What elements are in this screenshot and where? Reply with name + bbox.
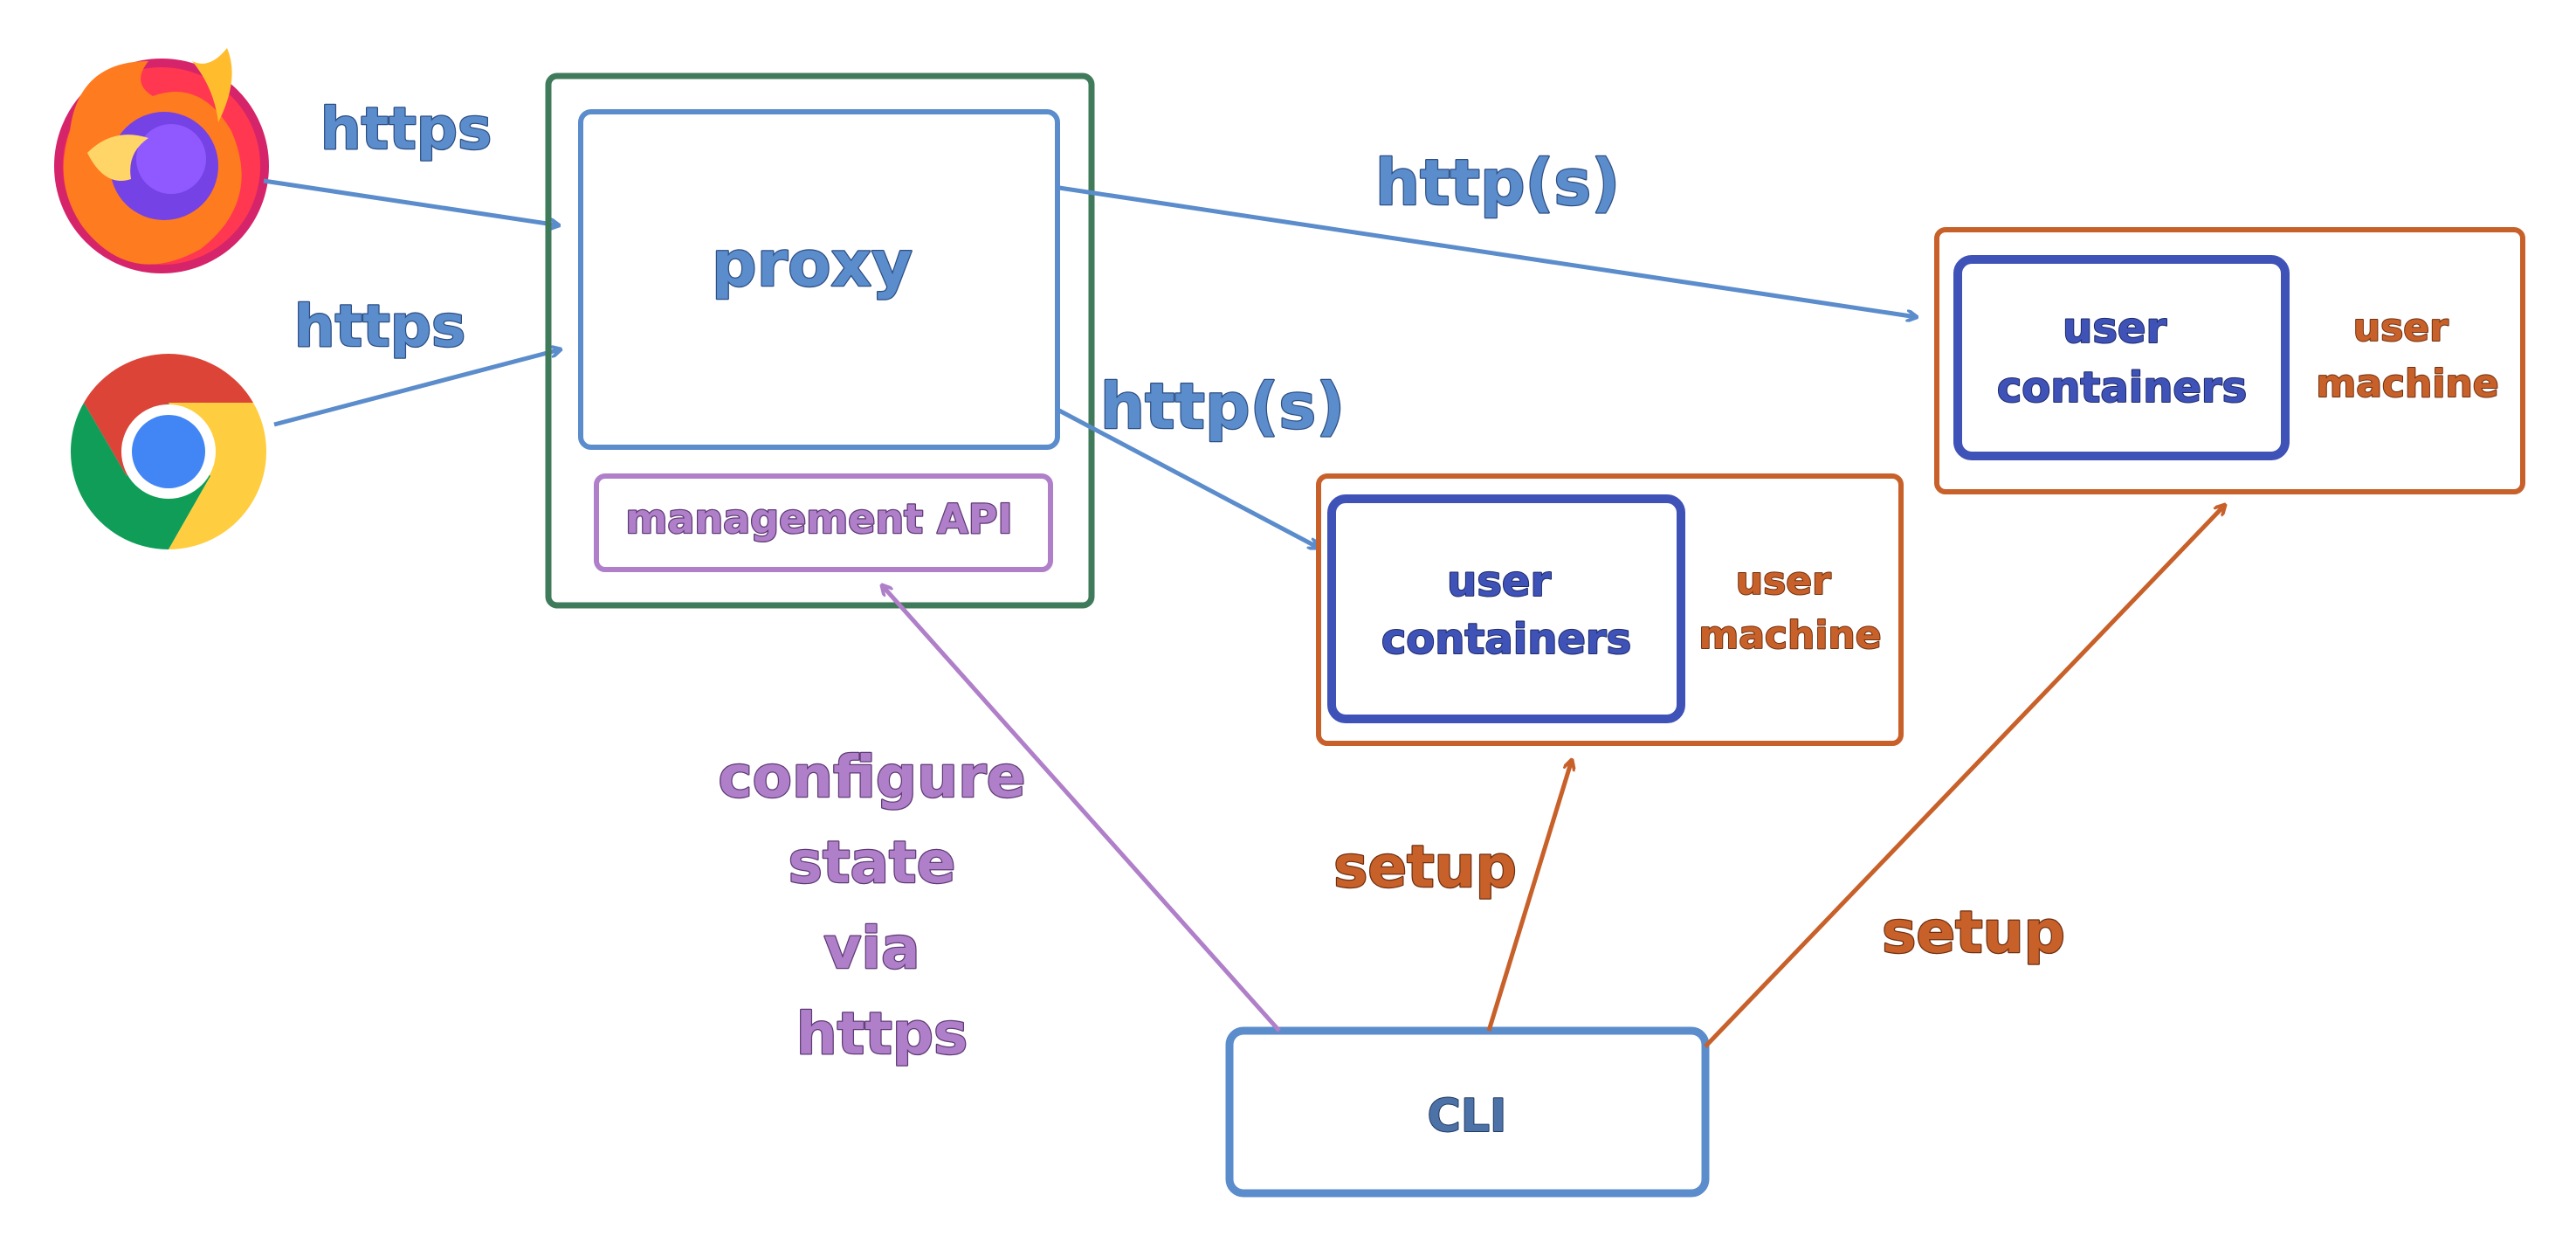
cli-label: CLI xyxy=(1428,1090,1507,1143)
cli-box xyxy=(1225,1026,1710,1198)
user-machine-near-label: user machine xyxy=(1698,559,1881,658)
setup-label-far: setup xyxy=(1882,899,2065,966)
chrome-icon xyxy=(70,354,267,549)
proxy-host-box xyxy=(545,73,1095,609)
setup-arrow-far xyxy=(1704,505,2225,1048)
configure-arrow xyxy=(882,585,1281,1032)
https-arrow-top xyxy=(263,178,559,225)
setup-arrow-near xyxy=(1486,760,1572,1032)
firefox-icon xyxy=(54,48,269,273)
http-label-far: http(s) xyxy=(1375,146,1620,219)
http-arrow-near xyxy=(1057,408,1319,548)
management-api-label: management API xyxy=(625,495,1012,542)
https-arrow-bottom xyxy=(273,349,561,427)
https-label-bottom: https xyxy=(294,293,466,360)
setup-label-near: setup xyxy=(1333,833,1517,901)
user-machine-near-box xyxy=(1316,473,1904,746)
user-containers-far-label: user containers xyxy=(1997,304,2247,412)
http-arrow-far xyxy=(1058,185,1917,317)
user-machine-far-label: user machine xyxy=(2316,306,2498,406)
management-api-box xyxy=(594,473,1053,572)
user-containers-near-label: user containers xyxy=(1381,557,1631,664)
proxy-label: proxy xyxy=(712,227,913,300)
user-containers-far-box xyxy=(1953,255,2290,460)
https-label-top: https xyxy=(320,95,492,162)
user-containers-near-box xyxy=(1327,494,1685,723)
proxy-box xyxy=(578,109,1060,450)
http-label-near: http(s) xyxy=(1100,369,1345,443)
user-machine-far-box xyxy=(1934,227,2525,494)
configure-label: configure state via https xyxy=(719,743,1046,1067)
